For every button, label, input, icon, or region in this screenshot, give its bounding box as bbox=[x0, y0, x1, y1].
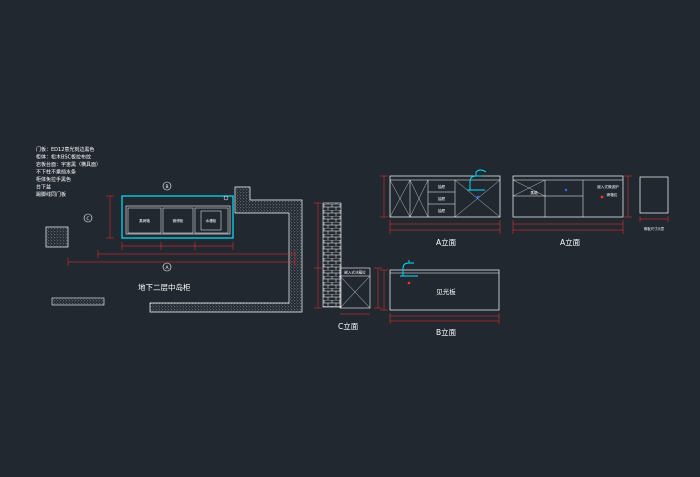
b-elevation: 见光板 B立面 bbox=[380, 260, 500, 337]
section-marker-left: C bbox=[83, 213, 93, 223]
b-red-dot bbox=[407, 281, 411, 285]
a2-red-dot bbox=[600, 195, 604, 199]
c-elevation-label: C立面 bbox=[338, 321, 359, 331]
sink-basin bbox=[200, 210, 222, 231]
a2-blue-dot bbox=[564, 188, 568, 192]
wall-strip-bottom bbox=[51, 297, 105, 306]
cell-steam-oven bbox=[127, 207, 162, 234]
a1-blue-dot bbox=[476, 195, 480, 199]
note-line-3: 岩板台面：宇宙黑（横具面） bbox=[36, 161, 101, 168]
column-square bbox=[45, 226, 69, 248]
brick-pillar bbox=[322, 202, 342, 308]
note-line-2: 柜体：松木BSC板拉布纹 bbox=[36, 154, 91, 161]
section-marker-bottom: A bbox=[162, 262, 172, 272]
cell-label-1: 蒸烤箱 bbox=[139, 218, 150, 223]
svg-text:B: B bbox=[165, 184, 168, 190]
a2-right-mid-text: 烤箱位 bbox=[607, 192, 618, 197]
b-faucet-icon bbox=[400, 260, 418, 277]
cell-microwave bbox=[162, 207, 194, 234]
section-marker-top: B bbox=[162, 181, 172, 191]
a-elevation-3: 侧板尺寸示意 bbox=[639, 176, 669, 231]
a2-elevation-label: A立面 bbox=[560, 237, 581, 247]
svg-text:A: A bbox=[165, 265, 169, 271]
notes-block: 门板：ED12意光刻边黑色 柜体：松木BSC板拉布纹 岩板台面：宇宙黑（横具面）… bbox=[36, 146, 101, 198]
plan-title: 地下二层中岛柜 bbox=[138, 282, 191, 292]
cell-label-2: 微博柜 bbox=[173, 218, 184, 223]
c-dimensions bbox=[314, 202, 382, 315]
cell-sink bbox=[194, 207, 229, 234]
note-line-6: 台下盆 bbox=[36, 184, 51, 191]
island-plan-view: 蒸烤箱 微博柜 水槽柜 B C bbox=[45, 181, 303, 313]
note-line-5: 柜体免拉手黑色 bbox=[36, 176, 71, 183]
b-dimensions bbox=[380, 269, 500, 324]
b-elevation-label: B立面 bbox=[436, 327, 457, 337]
a3-caption: 侧板尺寸示意 bbox=[644, 226, 665, 231]
a1-elevation-label: A立面 bbox=[436, 237, 457, 247]
island-countertop-outline bbox=[121, 195, 234, 239]
note-line-7: 踢脚线同门板 bbox=[36, 191, 66, 198]
a-elevation-2: 蒸箱 嵌入式微波炉 烤箱位 A立面 bbox=[512, 175, 632, 247]
a1-drawer-1: 抽屉 bbox=[438, 184, 446, 189]
wall-l-shape bbox=[149, 186, 303, 313]
a2-left-text: 蒸箱 bbox=[530, 190, 538, 195]
c-cabinet-cross bbox=[339, 275, 371, 309]
svg-text:C: C bbox=[86, 216, 89, 222]
a2-right-top-text: 嵌入式微波炉 bbox=[597, 184, 619, 189]
note-line-1: 门板：ED12意光刻边黑色 bbox=[36, 146, 94, 153]
a1-dimensions bbox=[380, 175, 501, 234]
c-cabinet bbox=[339, 267, 371, 309]
a2-dimensions bbox=[512, 175, 632, 234]
plan-dimension-lines bbox=[67, 195, 296, 266]
b-center-text: 见光板 bbox=[436, 287, 456, 296]
a-elevation-1: 抽屉 抽屉 抽屉 A立面 bbox=[380, 169, 501, 247]
a1-faucet-icon bbox=[467, 169, 487, 191]
c-elevation: 嵌入式冰箱位 C立面 bbox=[314, 202, 382, 331]
a1-drawer-2: 抽屉 bbox=[438, 196, 446, 201]
c-top-text: 嵌入式冰箱位 bbox=[344, 270, 366, 275]
note-line-4: 不下柱不乘挡水条 bbox=[36, 169, 76, 176]
island-body bbox=[125, 205, 231, 235]
a1-drawer-3: 抽屉 bbox=[438, 208, 446, 213]
tap-symbol bbox=[223, 195, 229, 201]
cell-label-3: 水槽柜 bbox=[206, 218, 217, 223]
